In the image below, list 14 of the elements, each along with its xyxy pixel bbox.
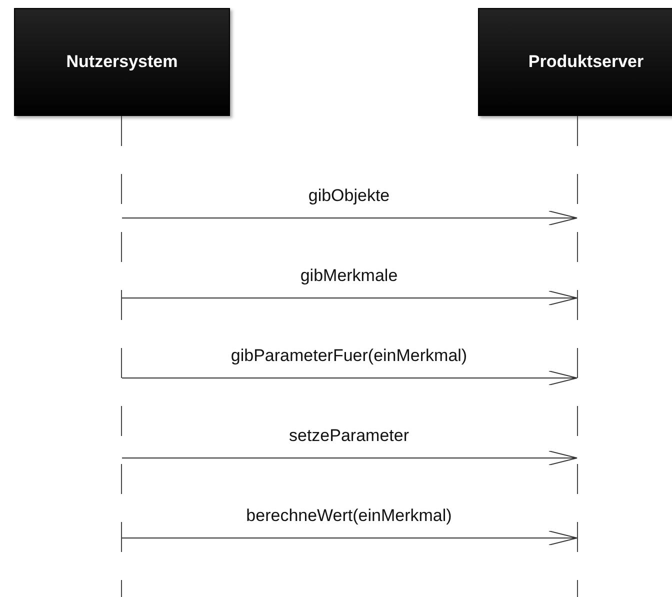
message-arrow xyxy=(122,210,578,226)
lifeline xyxy=(577,116,578,597)
message-arrow xyxy=(122,290,578,306)
message-arrow xyxy=(122,530,578,546)
message-arrow xyxy=(122,370,578,386)
lifeline-header-box xyxy=(14,8,230,116)
message-label: berechneWert(einMerkmal) xyxy=(244,506,454,526)
lifeline-header-box xyxy=(478,8,672,116)
message-label: gibObjekte xyxy=(306,186,392,206)
lifeline xyxy=(121,116,122,597)
message-label: gibMerkmale xyxy=(298,266,400,286)
participant-name: Produktserver xyxy=(528,52,644,72)
message-arrow xyxy=(122,450,578,466)
participant-name: Nutzersystem xyxy=(66,52,178,72)
